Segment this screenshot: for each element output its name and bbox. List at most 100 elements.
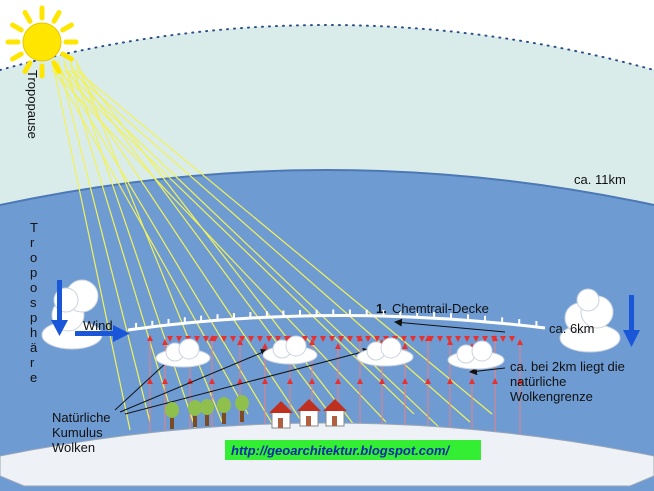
heat-arrowhead: [469, 378, 475, 384]
sun-ray-line: [51, 69, 387, 423]
heat-reflect-arrowhead: [347, 336, 353, 342]
heat-arrowhead: [287, 378, 293, 384]
heat-reflect-arrowhead: [176, 336, 182, 342]
heat-reflect-arrowhead: [410, 336, 416, 342]
arrow-icon: [623, 295, 640, 347]
heat-arrowhead: [237, 378, 243, 384]
url-box: [225, 440, 481, 460]
sun-ray-line: [75, 69, 493, 415]
troposphaere-letter: h: [30, 325, 37, 340]
heat-reflect-arrowhead: [221, 336, 227, 342]
heat-arrowhead: [425, 335, 431, 341]
heat-reflect-arrowhead: [194, 336, 200, 342]
heat-reflect-arrowhead: [302, 336, 308, 342]
arrow-icon: [75, 325, 130, 342]
heat-reflect-arrowhead: [401, 336, 407, 342]
heat-reflect-arrowhead: [428, 336, 434, 342]
tree-icon: [235, 395, 249, 422]
heat-arrowhead: [379, 378, 385, 384]
sun-ray-line: [69, 59, 197, 431]
troposphaere-letter: p: [30, 265, 37, 280]
altitude-6km-label: ca. 6km: [549, 321, 595, 336]
pointer-lines: [114, 318, 506, 415]
cloud-icon: [559, 288, 621, 353]
natural-clouds-line2: Kumulus: [52, 425, 103, 440]
heat-reflect-arrowhead: [365, 336, 371, 342]
cloud-limit-line2: natürliche: [510, 374, 566, 389]
cloud-icon: [262, 335, 318, 365]
troposphaere-letter: r: [30, 355, 35, 370]
heat-arrowhead: [309, 378, 315, 384]
heat-arrowhead: [309, 339, 315, 345]
heat-reflect-arrowhead: [248, 336, 254, 342]
chemtrail-label: Chemtrail-Decke: [392, 301, 489, 316]
heat-arrowhead: [209, 335, 215, 341]
heat-arrowhead: [209, 378, 215, 384]
heat-arrowhead: [492, 378, 498, 384]
heat-reflect-arrowhead: [167, 336, 173, 342]
heat-reflect-arrowhead: [230, 336, 236, 342]
troposphaere-letter: r: [30, 235, 35, 250]
heat-reflect-arrowhead: [275, 336, 281, 342]
heat-reflect-arrowhead: [473, 336, 479, 342]
heat-arrowhead: [237, 339, 243, 345]
heat-arrowhead: [162, 378, 168, 384]
troposphaere-letter: s: [30, 295, 37, 310]
heat-reflect-arrowhead: [212, 336, 218, 342]
heat-reflect-arrowhead: [356, 336, 362, 342]
cloud-icon: [155, 338, 211, 368]
blog-url-link[interactable]: http://geoarchitektur.blogspot.com/: [231, 443, 451, 458]
tree-icon: [165, 402, 179, 429]
cloud-limit-line3: Wolkengrenze: [510, 389, 593, 404]
troposphaere-letter: ä: [30, 340, 38, 355]
heat-arrowhead: [335, 343, 341, 349]
heat-arrowhead: [402, 378, 408, 384]
sun-ray: [22, 10, 33, 24]
cloud-icon: [447, 340, 505, 370]
heat-reflect-arrowhead: [311, 336, 317, 342]
heat-arrowhead: [147, 378, 153, 384]
heat-reflect-arrowhead: [464, 336, 470, 342]
sun-ray: [60, 51, 74, 62]
sun-ray: [60, 22, 74, 33]
heat-reflect-arrowhead: [257, 336, 263, 342]
heat-reflect-arrowhead: [329, 336, 335, 342]
natural-clouds-line3: Wolken: [52, 440, 95, 455]
heat-reflect-arrowhead: [266, 336, 272, 342]
heat-reflect-arrowhead: [482, 336, 488, 342]
heat-arrowhead: [357, 378, 363, 384]
heat-reflect-arrowhead: [239, 336, 245, 342]
sun-ray-line: [51, 64, 249, 415]
tree-icon: [188, 400, 202, 427]
heat-arrowhead: [402, 343, 408, 349]
altitude-11km-label: ca. 11km: [574, 172, 626, 187]
chemtrail-deck: [127, 313, 546, 332]
sun-ray-line: [57, 69, 415, 415]
heat-reflect-arrowhead: [374, 336, 380, 342]
heat-reflect-arrowhead: [419, 336, 425, 342]
heat-reflect-arrowhead: [509, 336, 515, 342]
heat-reflect-arrowhead: [437, 336, 443, 342]
heat-arrowhead: [335, 378, 341, 384]
sun-ray-line: [51, 59, 131, 431]
sun-ray: [51, 10, 62, 24]
troposphaere-letter: o: [30, 280, 37, 295]
heat-arrowhead: [262, 343, 268, 349]
troposphaere-letter: T: [30, 220, 38, 235]
heat-reflect-arrowhead: [446, 336, 452, 342]
cloud-icon: [356, 337, 414, 367]
house-icon: [297, 399, 321, 427]
troposphaere-letter: o: [30, 250, 37, 265]
houses: [269, 399, 347, 429]
cloud-limit-line1: ca. bei 2km liegt die: [510, 359, 625, 374]
sun-ray-line: [63, 69, 443, 431]
chemtrail-number: 1.: [376, 301, 387, 316]
troposphaere-letter: e: [30, 370, 37, 385]
heat-arrowhead: [447, 339, 453, 345]
heat-arrowhead: [447, 378, 453, 384]
heat-reflect-arrowhead: [284, 336, 290, 342]
heat-reflect-arrowhead: [455, 336, 461, 342]
